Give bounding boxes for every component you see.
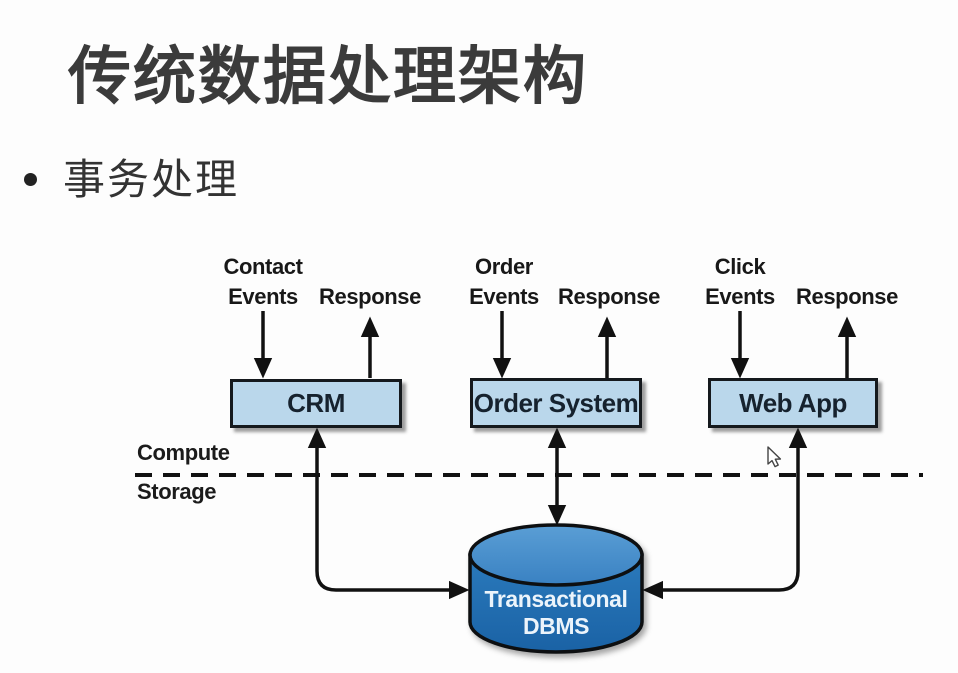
label-line: Order bbox=[475, 254, 533, 279]
order-system-box-label: Order System bbox=[473, 387, 639, 418]
order-system-box: Order System bbox=[470, 378, 642, 428]
dbms-label-line2: DBMS bbox=[522, 613, 590, 639]
order-events-label: Order Events bbox=[441, 252, 567, 312]
compute-zone-label: Compute bbox=[137, 440, 230, 465]
webapp-dbms-connector bbox=[642, 427, 808, 600]
dbms-cylinder-top bbox=[468, 523, 644, 587]
bullet-item: 事务处理 bbox=[24, 146, 239, 207]
crm-response-label: Response bbox=[319, 284, 421, 309]
slide-title: 传统数据处理架构 bbox=[68, 42, 588, 112]
bullet-text: 事务处理 bbox=[63, 156, 240, 203]
label-line: Events bbox=[228, 284, 298, 309]
label-line: Events bbox=[705, 284, 775, 309]
contact-events-label: Contact Events bbox=[200, 252, 326, 312]
web-app-box-label: Web App bbox=[739, 387, 847, 418]
storage-zone-label: Storage bbox=[137, 479, 217, 504]
label-line: Contact bbox=[223, 254, 303, 279]
dbms-label-line1: Transactional bbox=[484, 586, 628, 612]
crm-box-label: CRM bbox=[287, 388, 345, 418]
dbms-cylinder bbox=[468, 523, 644, 654]
label-line: Click bbox=[714, 254, 766, 279]
order-response-label: Response bbox=[558, 284, 660, 309]
dbms-label: Transactional DBMS bbox=[470, 586, 642, 640]
mouse-cursor bbox=[767, 446, 782, 468]
crm-box: CRM bbox=[230, 379, 402, 428]
crm-dbms-connector bbox=[307, 427, 470, 600]
bullet-dot bbox=[24, 173, 37, 186]
label-line: Events bbox=[469, 284, 539, 309]
click-events-label: Click Events bbox=[677, 252, 803, 312]
web-app-box: Web App bbox=[708, 378, 878, 428]
webapp-response-label: Response bbox=[796, 284, 898, 309]
